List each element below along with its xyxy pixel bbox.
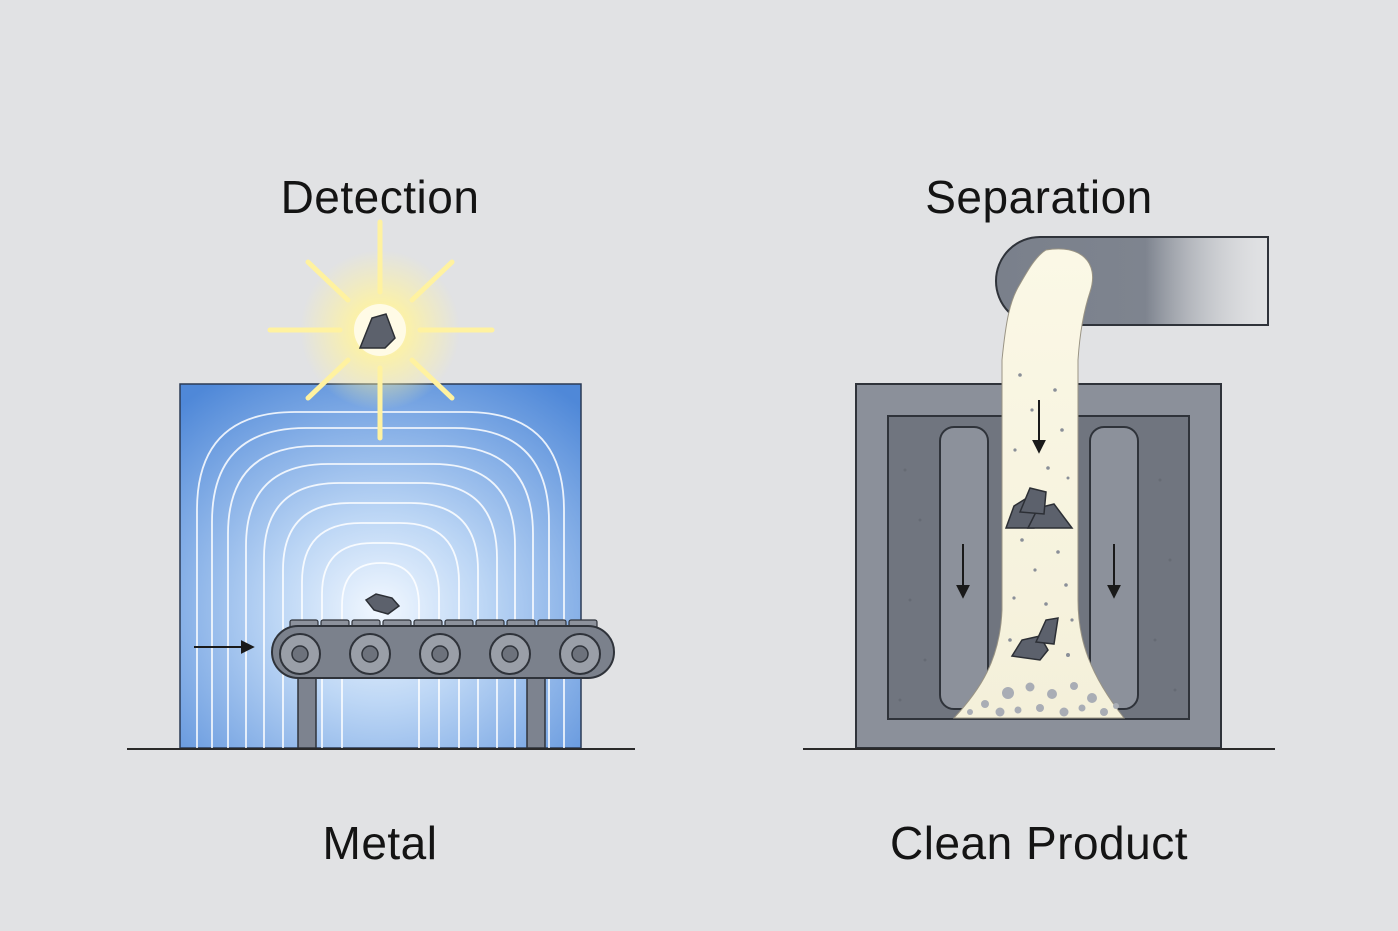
metal-fragment	[358, 313, 396, 349]
sparkle-icon	[267, 219, 495, 441]
separation-title: Separation	[925, 171, 1153, 223]
metal-fragment-on-belt	[364, 593, 401, 615]
clean-product-caption: Clean Product	[890, 817, 1188, 869]
flow-arrows	[956, 400, 1121, 599]
detection-title: Detection	[280, 171, 480, 223]
conveyor-belt	[271, 593, 615, 749]
metal-chunks-lower	[1010, 617, 1059, 661]
product-stream	[952, 248, 1126, 719]
metal-chunks-upper	[1004, 487, 1074, 529]
metal-detector	[179, 383, 582, 749]
metal-caption: Metal	[322, 817, 438, 869]
detection-field-lines	[196, 411, 565, 748]
